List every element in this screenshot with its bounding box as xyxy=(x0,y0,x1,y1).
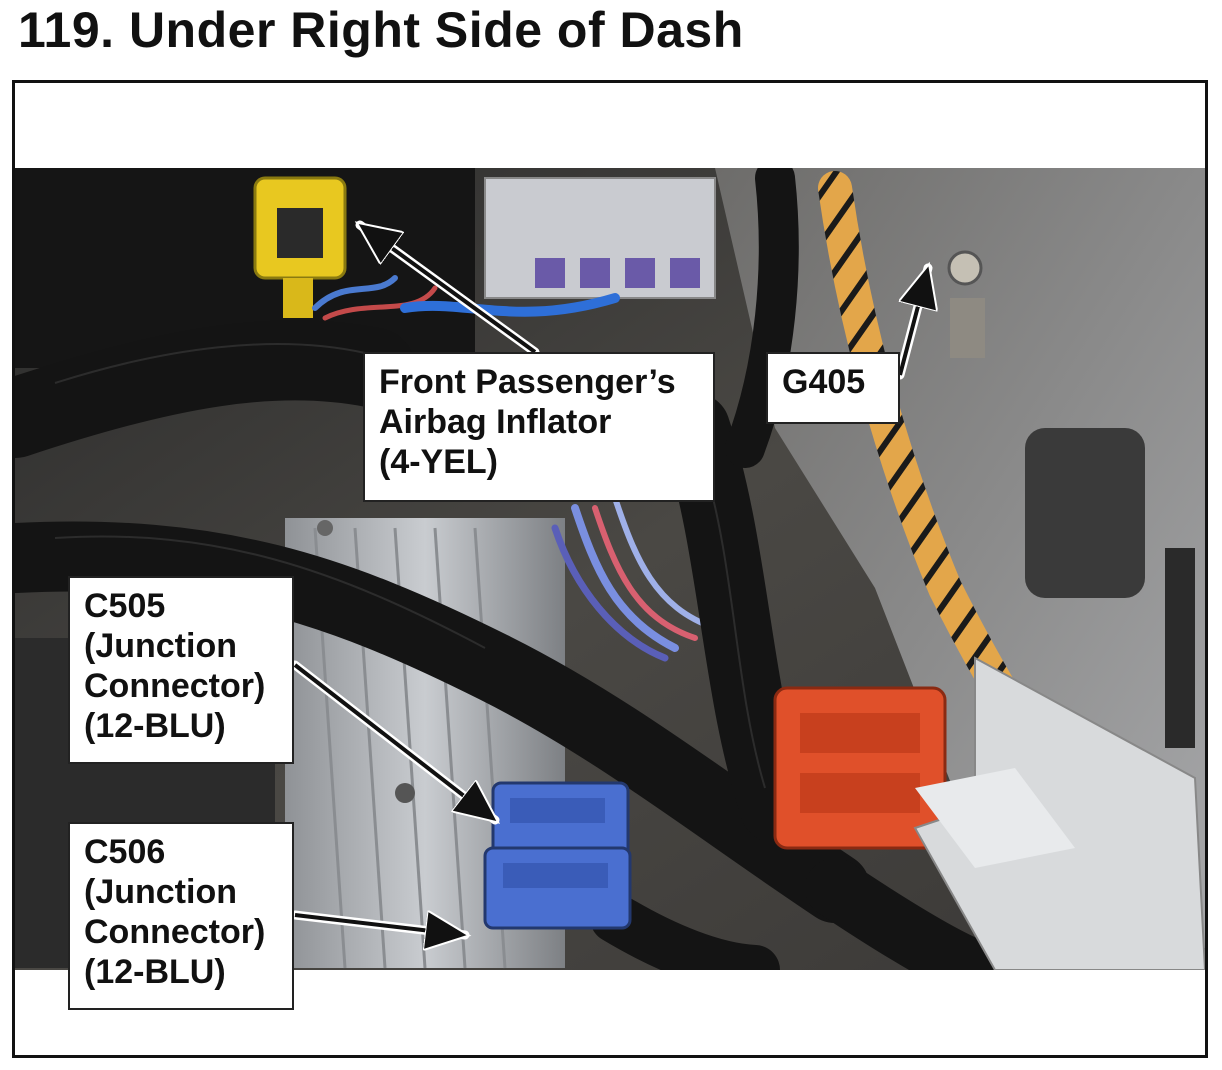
red-connector xyxy=(773,686,947,850)
callout-c506: C506 (Junction Connector) (12-BLU) xyxy=(68,822,294,1010)
ground-terminal xyxy=(947,250,983,286)
callout-airbag-inflator: Front Passenger’s Airbag Inflator (4-YEL… xyxy=(363,352,715,502)
callout-g405: G405 xyxy=(766,352,900,424)
page-title: 119. Under Right Side of Dash xyxy=(18,2,744,58)
callout-c505: C505 (Junction Connector) (12-BLU) xyxy=(68,576,294,764)
